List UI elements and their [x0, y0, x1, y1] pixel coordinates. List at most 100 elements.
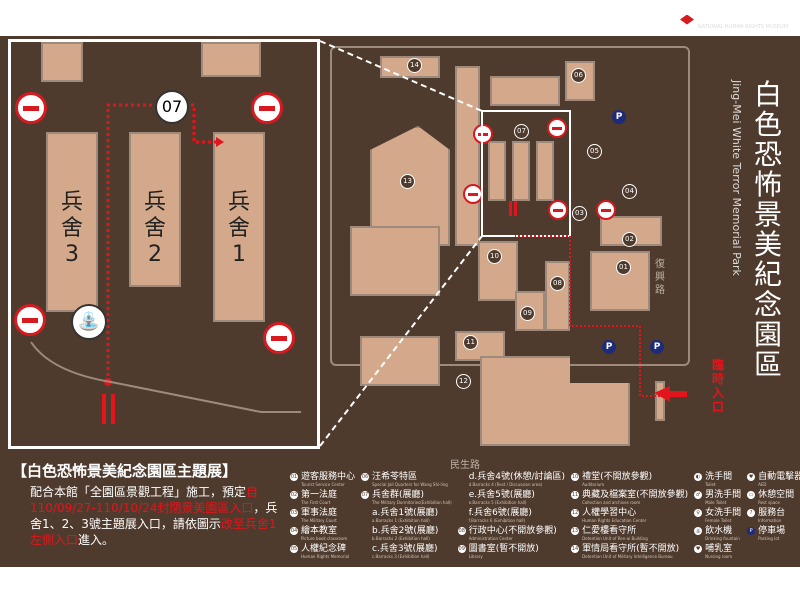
- legend-number-icon: 08: [457, 527, 466, 535]
- legend-label-zh: 自動電擊器: [758, 472, 800, 482]
- legend-number-icon: ♀: [694, 509, 703, 517]
- entrance-gate: [655, 381, 665, 421]
- legend-label-zh: 停車場: [758, 526, 786, 536]
- notice: 【白色恐怖景美紀念園區主題展】 配合本館「全園區景觀工程」施工，預定自110/0…: [12, 460, 282, 548]
- legend-label-en: AED: [758, 482, 767, 487]
- building-b: [512, 141, 530, 201]
- legend-label-en: f.Barracks 6 (Exhibition hall): [468, 518, 526, 523]
- legend-label-zh: 男洗手間: [705, 490, 742, 500]
- map-board: 14 13 06 07 05 04 03 02 01 10 08 09 11 1…: [0, 36, 800, 567]
- legend-number-icon: 11: [571, 491, 580, 499]
- map-number-01: 01: [616, 260, 631, 275]
- map-number-13: 13: [400, 174, 415, 189]
- legend-number-icon: ◐: [694, 473, 703, 481]
- legend-label-zh: 飲水機: [705, 526, 733, 536]
- legend-label: 典藏及檔案室(不開放參觀)Collection and archives roo…: [582, 490, 688, 505]
- legend-number-icon: P: [747, 527, 756, 535]
- route-overlay: [319, 40, 687, 447]
- legend-label-en: Tourist Service Center: [301, 482, 345, 487]
- legend-label: b.兵舍2號(展廳)b.Barracks 2 (Exhibition hall): [372, 526, 438, 541]
- legend-label-en: Detention Unit of Ren-ai Building: [582, 536, 648, 541]
- legend-number-icon: ⛲: [694, 527, 703, 535]
- map-number-03: 03: [572, 206, 587, 221]
- legend-number-icon: 04: [290, 527, 298, 535]
- legend-item: e.兵舍5號(展廳)e.Barracks 5 (Exhibition hall): [458, 490, 565, 505]
- legend-label-zh: 典藏及檔案室(不開放參觀): [582, 490, 689, 500]
- building-c: [488, 141, 506, 201]
- barracks-3: [46, 132, 98, 312]
- drinking-fountain-icon: ⛲: [71, 304, 107, 340]
- map-number-04: 04: [622, 184, 637, 199]
- legend-label-en: a.Barracks 1 (Exhibition hall): [372, 518, 430, 523]
- entrance-arrow-icon: [654, 386, 687, 402]
- legend-label-en: Detention Unit of Military Intelligence …: [582, 554, 673, 559]
- legend-label-en: Nursing room: [705, 554, 733, 559]
- legend-label-en: e.Barracks 5 (Exhibition hall): [468, 500, 527, 505]
- legend-label-zh: f.兵舍6號(展廳): [468, 508, 532, 518]
- map-number-10: 10: [487, 249, 502, 264]
- legend-label-en: c.Barracks 3 (Exhibition hall): [372, 554, 430, 559]
- legend-label: d.兵舍4號(休憩/討論區)d.Barracks 4 (Rest / Discu…: [469, 472, 565, 487]
- legend-label-en: Rest space: [758, 500, 780, 505]
- legend-label: 軍情局看守所(暫不開放)Detention Unit of Military I…: [582, 544, 679, 559]
- notice-line-1: 配合本館「全園區景觀工程」施工，預定: [30, 485, 247, 499]
- legend-label-en: Human Rights Education Center: [582, 518, 647, 523]
- legend-label: 圖書室(暫不開放)Library: [469, 544, 539, 559]
- legend-label-zh: 遊客服務中心: [301, 472, 356, 482]
- legend-number-icon: 09: [457, 545, 466, 553]
- legend-label-en: Library: [468, 554, 483, 559]
- map-number-08: 08: [550, 276, 565, 291]
- legend-label-zh: a.兵舍1號(展廳): [372, 508, 439, 518]
- legend-number-icon: 12: [571, 509, 580, 517]
- legend-label: f.兵舍6號(展廳)f.Barracks 6 (Exhibition hall): [469, 508, 532, 523]
- title-en: Jing-Mei White Terror Memorial Park: [730, 80, 743, 276]
- legend-number-icon: 07: [361, 491, 370, 499]
- map-number-05: 05: [587, 144, 602, 159]
- legend-label: 禮堂(不開放參觀)Auditorium: [582, 472, 652, 487]
- legend-label: 兵舍群(展廳)The Military Dormitories(Exhibiti…: [372, 490, 452, 505]
- map-number-06: 06: [571, 68, 586, 83]
- legend-label-zh: 女洗手間: [705, 508, 742, 518]
- barracks-3-label: 兵舍3: [60, 190, 83, 267]
- notice-title: 【白色恐怖景美紀念園區主題展】: [12, 462, 238, 480]
- notice-line-3: 進入。: [78, 533, 115, 547]
- legend-item: b.兵舍2號(展廳)b.Barracks 2 (Exhibition hall): [361, 526, 452, 541]
- no-entry-icon: [251, 92, 283, 124]
- map-number-07: 07: [514, 124, 529, 139]
- legend-number-icon: ▭: [747, 491, 756, 499]
- building-def: [490, 76, 560, 106]
- legend-label-en: d.Barracks 4 (Rest / Discussion area): [468, 482, 543, 487]
- legend-label-en: The First Court: [301, 500, 331, 505]
- legend-label: e.兵舍5號(展廳)e.Barracks 5 (Exhibition hall): [469, 490, 535, 505]
- legend-label-zh: 人權學習中心: [582, 508, 637, 518]
- building-top: [201, 42, 261, 77]
- map-number-12: 12: [456, 374, 471, 389]
- building-08: [545, 261, 570, 331]
- notice-closure-dates: 自110/09/27-110/10/24封閉景美園區入口: [30, 485, 259, 515]
